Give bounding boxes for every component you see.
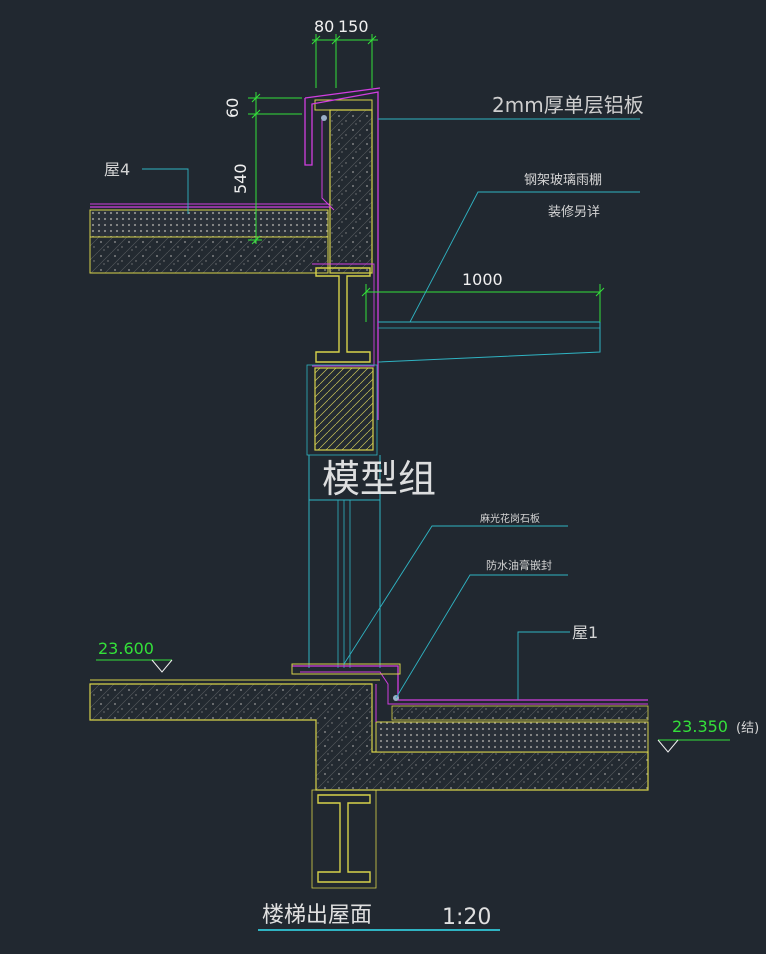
elevation-right-text: 23.350 — [672, 717, 728, 736]
drawing-title: 楼梯出屋面 — [262, 903, 372, 928]
drawing-scale: 1:20 — [442, 905, 491, 930]
label-roof1: 屋1 — [572, 623, 598, 642]
label-roof4: 屋4 — [104, 160, 130, 179]
glass-canopy — [377, 321, 601, 363]
parapet — [304, 87, 381, 420]
dim-60: 60 — [223, 98, 242, 118]
leaders — [142, 118, 640, 700]
block-wall — [306, 364, 378, 456]
dim-1000: 1000 — [462, 270, 503, 289]
label-canopy: 钢架玻璃雨棚 — [524, 173, 602, 188]
upper-roof — [89, 203, 330, 274]
elevation-right — [657, 739, 730, 753]
watermark: 模型组 — [322, 457, 436, 501]
label-sealant: 防水油膏嵌封 — [486, 558, 552, 572]
label-stone: 麻光花岗石板 — [480, 512, 540, 525]
steel-beam-lower — [311, 789, 377, 889]
elevation-right-note: (结) — [736, 721, 759, 736]
dim-150: 150 — [338, 17, 369, 36]
label-aluminum-plate: 2mm厚单层铝板 — [492, 93, 644, 117]
steel-beam-upper — [312, 263, 375, 367]
dim-540: 540 — [231, 163, 250, 194]
label-decor: 装修另详 — [548, 205, 600, 220]
dim-80: 80 — [314, 17, 334, 36]
lower-slab — [89, 663, 649, 791]
elevation-left — [96, 659, 173, 673]
dimensions — [248, 34, 605, 322]
door-frame — [308, 455, 381, 668]
elevation-left-text: 23.600 — [98, 639, 154, 658]
